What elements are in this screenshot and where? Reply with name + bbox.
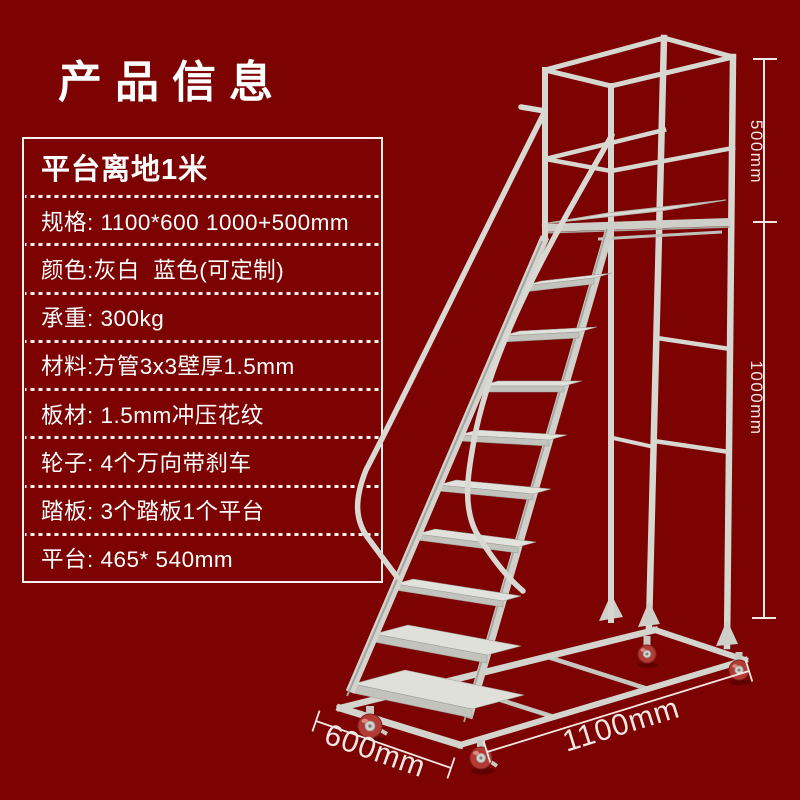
dimension-500mm: 500mm [747,58,777,223]
caster-wheels [357,636,751,775]
dashed-divider [25,484,380,488]
spec-table-header: 平台离地1米 [41,154,209,187]
dashed-divider [25,532,380,536]
caster-wheel [637,636,658,668]
dimension-label-500mm: 500mm [747,120,766,184]
back-frame [645,34,737,650]
handrails [354,104,615,594]
spec-row-platform: 平台: 465* 540mm [41,547,234,573]
spec-row-color: 颜色:灰白 蓝色(可定制) [41,257,285,283]
dimension-600mm: 600mm [311,710,456,784]
dashed-divider [25,243,380,247]
dimension-1100mm: 1100mm [482,660,754,763]
dimension-label-1100mm: 1100mm [559,691,684,758]
dashed-divider [25,388,380,392]
dimension-label-1000mm: 1000mm [747,360,766,435]
platform-support-post [608,83,657,623]
guard-cage [541,34,737,240]
tread [479,380,583,393]
spec-table: 平台离地1米 规格: 1100*600 1000+500mm 颜色:灰白 蓝色(… [22,137,383,583]
spec-row-steps: 踏板: 3个踏板1个平台 [41,499,265,525]
tread-wide [373,624,522,664]
spec-row-load: 承重: 300kg [41,306,165,332]
base-frame [335,626,749,750]
platform [541,199,731,241]
handrail-right [464,132,615,594]
caster-wheel [357,706,389,744]
dashed-divider [25,291,380,295]
far-stringer [463,223,616,720]
page-title: 产品信息 [58,58,286,107]
caster-wheel [469,740,499,775]
handrail-left [354,104,548,580]
tread [437,479,552,501]
tread [522,272,613,293]
tread [458,429,568,447]
dimension-1000mm: 1000mm [747,222,776,619]
tread [416,528,537,554]
tread-bottom [352,669,525,719]
spec-row-wheels: 轮子: 4个万向带刹车 [41,450,252,476]
spec-row-material: 材料:方管3x3壁厚1.5mm [41,354,295,380]
dashed-divider [25,195,380,199]
dashed-divider [25,339,380,343]
spec-row-size: 规格: 1100*600 1000+500mm [41,209,350,235]
tread [394,578,522,608]
frame-gussets [599,594,738,646]
dashed-divider [25,436,380,440]
spec-row-sheet: 板材: 1.5mm冲压花纹 [41,402,264,428]
treads [352,272,613,719]
staircase [345,223,616,723]
dimension-label-600mm: 600mm [320,718,430,784]
caster-wheel [728,652,751,685]
tread [501,326,598,343]
